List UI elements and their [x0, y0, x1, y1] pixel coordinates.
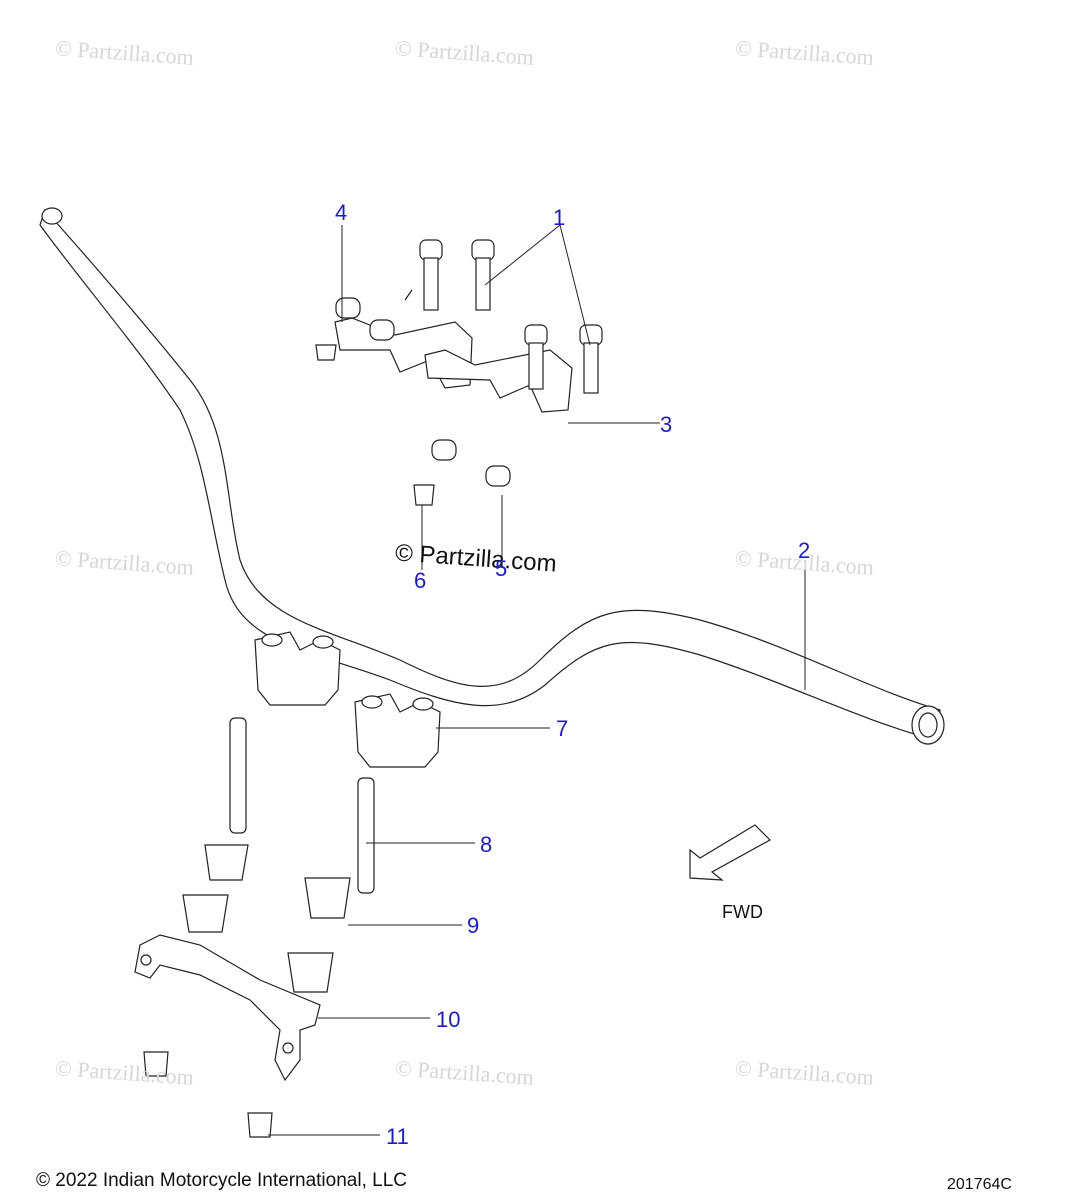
- callout-8: 8: [480, 832, 493, 857]
- callout-10: 10: [436, 1007, 461, 1032]
- bracket: [134, 934, 321, 1082]
- studs: [229, 717, 375, 894]
- fwd-arrow: [689, 824, 771, 881]
- handlebar: [39, 207, 945, 745]
- nuts: [143, 1051, 273, 1138]
- callout-1: 1: [553, 205, 566, 230]
- part-number: 201764C: [947, 1176, 1012, 1193]
- callout-4: 4: [335, 200, 348, 225]
- riser-right: [354, 693, 441, 768]
- riser-left: [254, 631, 341, 706]
- leader-lines: [268, 224, 806, 1136]
- rubber-mounts: [182, 844, 351, 993]
- fwd-label: FWD: [722, 902, 763, 922]
- callout-9: 9: [467, 913, 480, 938]
- callout-11: 11: [386, 1124, 409, 1149]
- callout-6: 6: [414, 568, 427, 593]
- copyright-text: © 2022 Indian Motorcycle International, …: [36, 1170, 407, 1191]
- callout-2: 2: [798, 538, 811, 563]
- callout-3: 3: [660, 412, 673, 437]
- bolts: [419, 239, 603, 394]
- callout-7: 7: [556, 716, 569, 741]
- callout-5: 5: [495, 556, 508, 581]
